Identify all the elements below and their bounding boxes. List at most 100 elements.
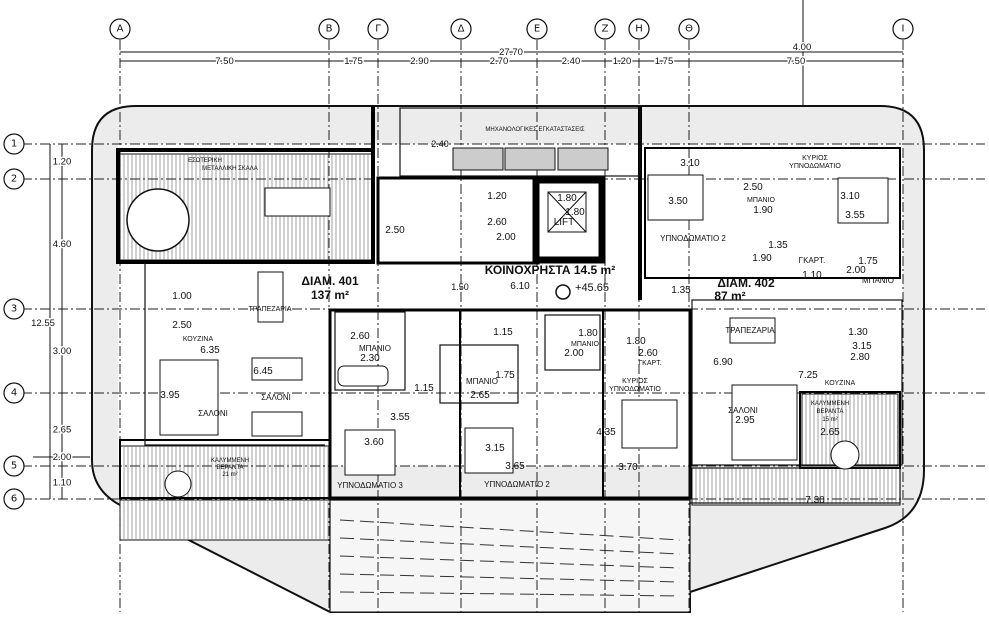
dining-table-icon [257, 271, 284, 323]
dining-table-icon [264, 187, 331, 217]
dimension-value: 2.60 [487, 217, 507, 228]
dimension-value: 1.30 [848, 327, 868, 338]
room-label: ΚΟΥΖΙΝΑ [183, 336, 214, 343]
grid-column-marker: Ε [526, 18, 548, 40]
dimension-value: 1.15 [493, 327, 513, 338]
dimension-value: 87 m² [714, 289, 745, 303]
room-label: ΥΠΝΟΔΩΜΑΤΙΟ 3 [337, 481, 403, 490]
room-label: ΚΑΛΥΜΜΕΝΗ [211, 458, 249, 464]
dimension-value: 2.00 [846, 265, 866, 276]
dimension-value: 2.80 [850, 352, 870, 363]
grid-row-label: 1 [11, 139, 17, 150]
grid-row-label: 5 [11, 461, 17, 472]
dimension-value: 1.15 [414, 383, 434, 394]
dimension-value: 7.25 [798, 370, 818, 381]
dimension-value: 2.00 [53, 452, 72, 463]
dimension-value: 7.50 [787, 56, 806, 67]
grid-column-marker: Γ [367, 18, 389, 40]
room-label: ΚΑΛΥΜΜΕΝΗ [811, 401, 849, 407]
sofa-icon [251, 357, 303, 381]
dimension-value: 1.20 [53, 157, 72, 168]
room-label: ΜΠΑΝΙΟ [862, 276, 894, 285]
grid-row-label: 4 [11, 388, 17, 399]
dimension-value: 3.55 [390, 412, 410, 423]
spiral-stair-icon [126, 188, 190, 252]
bed-icon [344, 429, 396, 476]
dimension-value: 2.00 [496, 232, 516, 243]
dimension-value: 4.00 [793, 42, 812, 53]
room-label: ΣΑΛΟΝΙ [198, 409, 228, 418]
dimension-value: 1.50 [451, 282, 469, 292]
grid-row-marker: 3 [3, 298, 25, 320]
room-label: LIFT [554, 217, 575, 228]
sofa-icon [251, 411, 303, 437]
dimension-value: 1.80 [578, 328, 598, 339]
dimension-value: 2.50 [743, 182, 763, 193]
grid-row-label: 2 [11, 174, 17, 185]
dimension-value: 27.70 [499, 47, 523, 58]
level-marker-icon [555, 284, 571, 300]
dimension-value: 137 m² [311, 288, 349, 302]
dimension-value: 2.65 [470, 390, 490, 401]
dimension-value: 6.90 [713, 357, 733, 368]
dimension-value: 12.55 [31, 318, 55, 329]
room-label: ΜΠΑΝΙΟ [747, 197, 776, 204]
grid-row-label: 3 [11, 304, 17, 315]
dimension-value: 1.80 [565, 207, 585, 218]
dimension-value: 1.10 [53, 478, 72, 489]
room-label: ΜΠΑΝΙΟ [359, 344, 391, 353]
dimension-value: 2.65 [53, 425, 72, 436]
dimension-value: 7.30 [805, 495, 825, 506]
dimension-value: 3.70 [618, 462, 638, 473]
dimension-value: 1.75 [344, 56, 363, 67]
dimension-value: 2.95 [735, 415, 755, 426]
grid-row-marker: 2 [3, 168, 25, 190]
room-label: ΚΥΡΙΟΣ [802, 155, 828, 162]
balcony-hatch [119, 499, 331, 541]
dimension-value: 1.35 [671, 285, 691, 296]
dimension-value: 2.40 [431, 139, 449, 149]
grid-column-label: Η [635, 24, 643, 35]
dimension-value: +45.65 [575, 282, 609, 294]
dimension-value: 2.90 [410, 56, 429, 67]
dimension-value: 21 m² [222, 472, 237, 478]
room-label: ΥΠΝΟΔΩΜΑΤΙΟ 2 [660, 234, 726, 243]
room-label: ΤΡΑΠΕΖΑΡΙΑ [725, 326, 775, 335]
grid-column-label: Α [117, 24, 124, 35]
dimension-value: 2.50 [385, 225, 405, 236]
walls [116, 106, 903, 612]
grid-row-label: 6 [11, 494, 17, 505]
dimension-value: 1.80 [557, 193, 577, 204]
dimension-value: 1.80 [626, 336, 646, 347]
room-label: ΚΥΡΙΟΣ [622, 378, 648, 385]
grid-column-label: Ζ [602, 24, 609, 35]
grid-column-label: Θ [685, 24, 693, 35]
dimension-value: 2.00 [564, 348, 584, 359]
dimension-value: 2.50 [172, 320, 192, 331]
bed-icon [621, 399, 678, 449]
dimension-value: 2.40 [562, 56, 581, 67]
grid-column-marker: Ι [892, 18, 914, 40]
room-label: ΔΙΑΜ. 402 [717, 276, 775, 290]
grid-row-marker: 1 [3, 133, 25, 155]
grid-column-label: Δ [458, 24, 465, 35]
room-label: ΓΚΑΡΤ. [638, 360, 661, 367]
grid-column-label: Γ [375, 24, 381, 35]
room-label: ΓΚΑΡΤ. [799, 256, 826, 265]
room-label: ΥΠΝΟΔΩΜΑΤΙΟ 2 [484, 480, 550, 489]
sofa-icon [159, 359, 219, 436]
balcony-paving [329, 499, 691, 613]
dimension-value: 1.90 [752, 253, 772, 264]
dimension-value: 1.90 [753, 205, 773, 216]
dimension-value: 6.35 [200, 345, 220, 356]
dimension-value: 1.75 [858, 256, 878, 267]
grid-column-label: Ε [534, 24, 540, 35]
dimension-value: 6.10 [510, 281, 530, 292]
dimension-value: 3.95 [160, 390, 180, 401]
dimension-value: 2.60 [350, 331, 370, 342]
dimension-value: 3.00 [53, 346, 72, 357]
room-label: ΣΑΛΟΝΙ [261, 393, 291, 402]
covered-veranda-hatch [801, 393, 899, 467]
bed-icon [647, 174, 704, 221]
bed-icon [464, 427, 514, 474]
